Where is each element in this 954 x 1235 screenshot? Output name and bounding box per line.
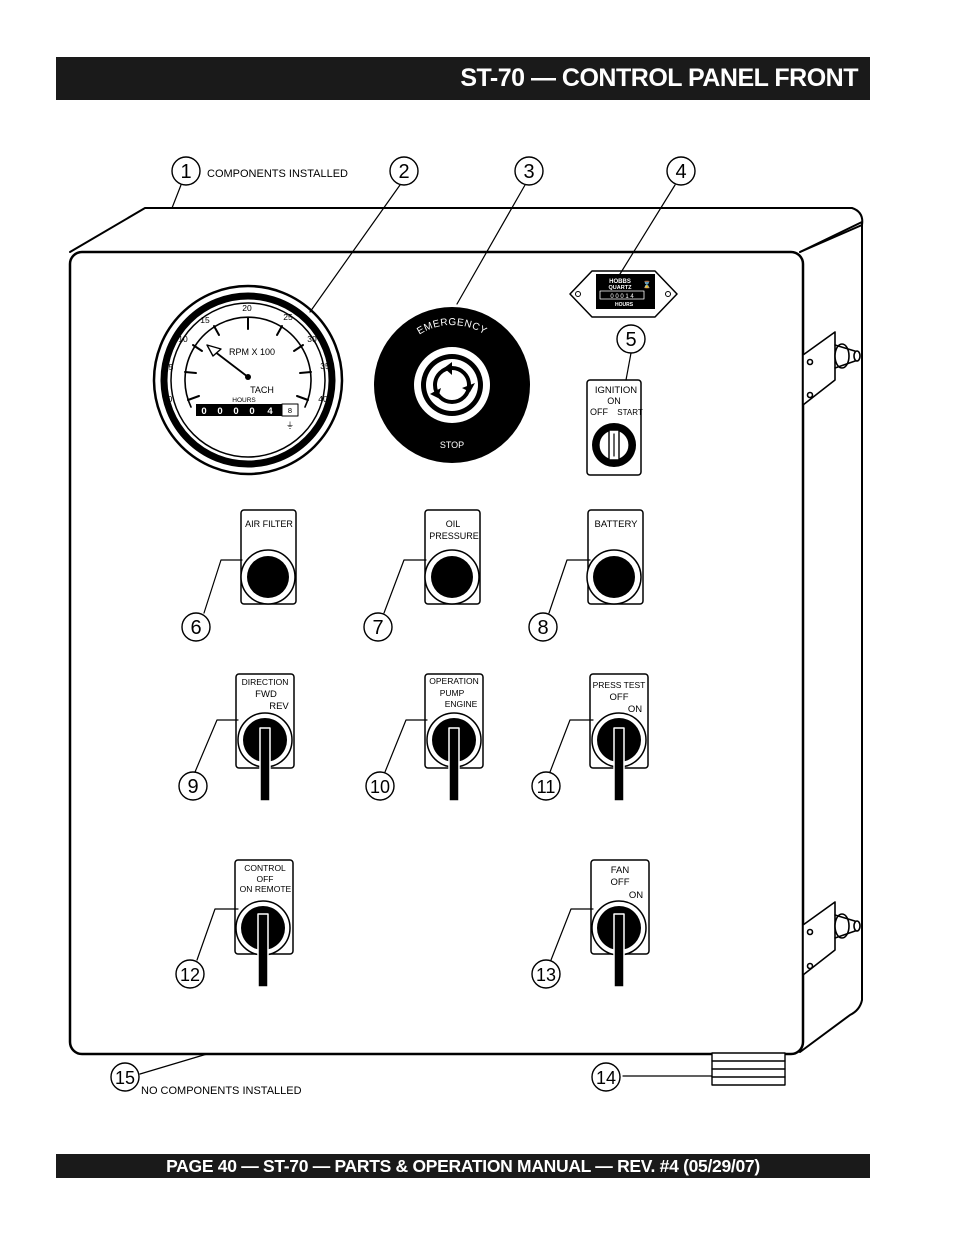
tach-name: TACH xyxy=(250,385,274,395)
press-test-switch: PRESS TEST OFF ON xyxy=(589,673,649,802)
components-installed-note: COMPONENTS INSTALLED xyxy=(207,168,348,180)
callout-14: 14 xyxy=(596,1068,616,1088)
battery-label: BATTERY xyxy=(595,519,639,530)
fan-switch: FAN OFF ON xyxy=(590,859,650,988)
callouts xyxy=(110,156,696,1092)
hour-meter: HOBBS QUARTZ ⌛ 0 0 0 1 4 HOURS xyxy=(569,270,678,318)
operation-pump-label: PUMP xyxy=(440,688,465,698)
operation-engine-label: ENGINE xyxy=(445,699,478,709)
air-filter-light: AIR FILTER xyxy=(240,509,297,605)
ignition-switch: IGNITION ON OFF START xyxy=(586,379,643,476)
callout-8: 8 xyxy=(537,617,548,639)
operation-label: OPERATION xyxy=(429,676,478,686)
tach-tick-label: 25 xyxy=(283,312,293,322)
no-components-installed-note: NO COMPONENTS INSTALLED xyxy=(141,1085,302,1097)
pressure-label: PRESSURE xyxy=(429,531,479,541)
page-title: ST-70 — CONTROL PANEL FRONT xyxy=(460,64,858,92)
tach-odometer: 0 0 0 0 4 8 ⏚ xyxy=(196,403,299,430)
callout-2: 2 xyxy=(398,161,409,183)
fan-on-label: ON xyxy=(629,890,643,901)
tach-digit: 4 xyxy=(267,406,273,417)
leader-lines xyxy=(139,184,713,1077)
hourmeter-digits: 0 0 0 1 4 xyxy=(610,294,634,300)
tach-digit-last: 8 xyxy=(288,406,292,415)
fan-label: FAN xyxy=(611,865,630,876)
callout-7: 7 xyxy=(372,617,383,639)
vent-grille xyxy=(711,1052,786,1086)
tach-digit: 0 xyxy=(201,406,206,417)
tach-tick-label: 10 xyxy=(178,334,188,344)
hourmeter-brand: HOBBS xyxy=(609,279,631,285)
tach-tick-label: 20 xyxy=(242,303,252,313)
tach-needle-arrow xyxy=(206,344,222,357)
tach-rpm-label: RPM X 100 xyxy=(229,347,275,357)
battery-light: BATTERY xyxy=(586,509,644,605)
callout-6: 6 xyxy=(190,617,201,639)
rotate-arrows-icon xyxy=(430,362,475,404)
emergency-stop-button: EMERGENCY STOP xyxy=(374,307,530,463)
callout-13: 13 xyxy=(536,965,556,985)
direction-label: DIRECTION xyxy=(242,677,289,687)
control-label: CONTROL xyxy=(244,863,286,873)
hinge-lower xyxy=(802,901,861,976)
tach-tick-label: 0 xyxy=(168,394,173,404)
control-switch: CONTROL OFF ON REMOTE xyxy=(234,859,294,988)
ground-symbol-icon: ⏚ xyxy=(286,421,294,430)
direction-fwd-label: FWD xyxy=(255,689,277,700)
hourmeter-sub: QUARTZ xyxy=(609,285,633,291)
hinge-upper xyxy=(802,331,861,406)
air-filter-label: AIR FILTER xyxy=(245,519,293,529)
tach-digit: 0 xyxy=(233,406,238,417)
ignition-start-label: START xyxy=(617,408,643,417)
press-test-on-label: ON xyxy=(628,704,642,715)
tach-digit: 0 xyxy=(249,406,254,417)
tach-tick-label: 30 xyxy=(307,334,317,344)
callout-11: 11 xyxy=(537,777,556,797)
direction-switch: DIRECTION FWD REV xyxy=(235,673,295,802)
fan-off-label: OFF xyxy=(611,877,630,888)
callout-4: 4 xyxy=(675,161,686,183)
callout-1: 1 xyxy=(180,161,191,183)
hourglass-icon: ⌛ xyxy=(643,280,652,289)
tach-hours-label: HOURS xyxy=(232,397,256,404)
tach-tick-label: 40 xyxy=(318,394,328,404)
oil-label: OIL xyxy=(446,519,461,529)
tach-tick-label: 15 xyxy=(200,315,210,325)
operation-switch: OPERATION PUMP ENGINE xyxy=(424,673,484,802)
tach-digit: 0 xyxy=(217,406,222,417)
tachometer: 0 5 10 15 20 25 30 35 40 RPM X 100 TACH … xyxy=(152,284,344,476)
hourmeter-label: HOURS xyxy=(615,302,634,308)
callout-12: 12 xyxy=(180,965,200,985)
tach-tick-label: 35 xyxy=(320,361,330,371)
callout-3: 3 xyxy=(523,161,534,183)
tach-tick-label: 5 xyxy=(169,362,174,372)
press-test-label: PRESS TEST xyxy=(593,680,646,690)
ignition-on-label: ON xyxy=(607,396,621,406)
press-test-off-label: OFF xyxy=(610,692,629,703)
page-header: ST-70 — CONTROL PANEL FRONT xyxy=(56,57,870,100)
direction-rev-label: REV xyxy=(269,701,289,712)
estop-label-bottom: STOP xyxy=(440,440,464,450)
control-on-label: ON xyxy=(240,884,253,894)
control-remote-label: REMOTE xyxy=(255,884,292,894)
page-footer: PAGE 40 — ST-70 — PARTS & OPERATION MANU… xyxy=(56,1154,870,1178)
ignition-off-label: OFF xyxy=(590,407,608,417)
callout-15: 15 xyxy=(115,1068,135,1088)
control-off-label: OFF xyxy=(257,874,274,884)
callout-5: 5 xyxy=(625,329,636,351)
ignition-label: IGNITION xyxy=(595,385,637,396)
callout-9: 9 xyxy=(187,776,198,798)
oil-pressure-light: OIL PRESSURE xyxy=(424,509,481,605)
callout-10: 10 xyxy=(370,777,390,797)
footer-text: PAGE 40 — ST-70 — PARTS & OPERATION MANU… xyxy=(166,1155,760,1176)
